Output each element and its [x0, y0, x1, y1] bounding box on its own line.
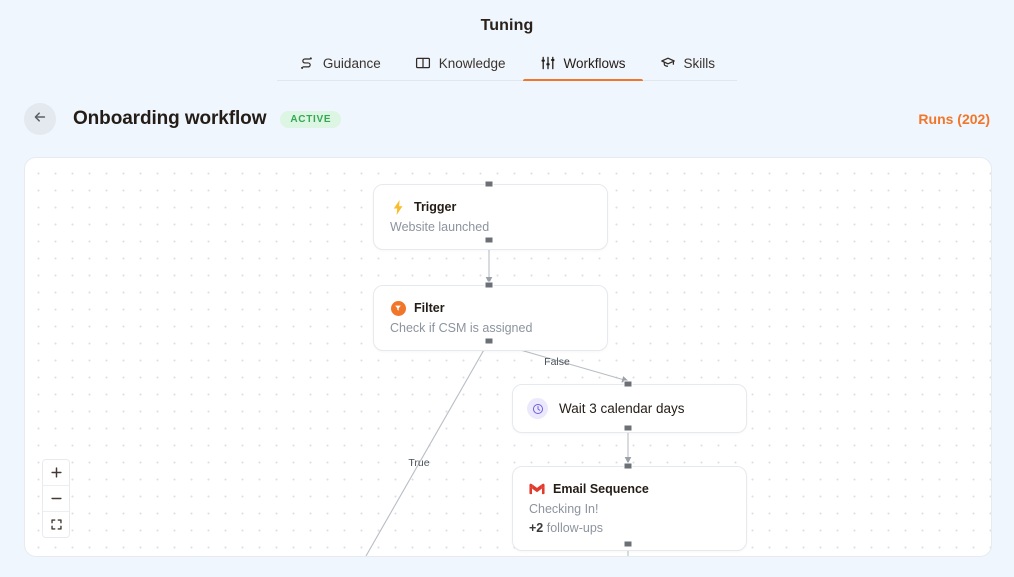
- handle-trigger-bottom[interactable]: [484, 236, 494, 244]
- page-heading: Onboarding workflow: [73, 108, 267, 129]
- tab-bar: Guidance Knowledge Workflows: [0, 49, 1014, 81]
- node-email-subtitle: Checking In!: [529, 502, 599, 516]
- zoom-in-button[interactable]: [43, 460, 69, 486]
- back-button[interactable]: [24, 103, 56, 135]
- fit-screen-icon[interactable]: [43, 512, 69, 537]
- node-email-sequence[interactable]: Email Sequence Checking In! +2 follow-up…: [512, 466, 747, 551]
- node-filter-subtitle: Check if CSM is assigned: [390, 321, 533, 335]
- arrow-left-icon: [32, 109, 48, 130]
- node-trigger[interactable]: Trigger Website launched: [373, 184, 608, 250]
- node-email-extra-count: +2: [529, 521, 544, 535]
- node-trigger-header: Trigger: [390, 199, 591, 215]
- node-trigger-title: Trigger: [414, 200, 457, 214]
- node-trigger-subtitle: Website launched: [390, 220, 490, 234]
- node-email-title: Email Sequence: [553, 482, 649, 496]
- tab-skills-label: Skills: [683, 55, 716, 71]
- node-filter-title: Filter: [414, 301, 445, 315]
- page-title: Tuning: [480, 17, 534, 34]
- tab-knowledge-label: Knowledge: [438, 55, 506, 71]
- handle-wait-top[interactable]: [623, 380, 633, 388]
- tab-bar-divider: [277, 80, 737, 81]
- node-email-header: Email Sequence: [529, 481, 730, 497]
- node-wait-title: Wait 3 calendar days: [559, 401, 685, 416]
- tab-knowledge[interactable]: Knowledge: [398, 49, 523, 81]
- tab-workflows[interactable]: Workflows: [522, 49, 643, 81]
- edge-label-false: False: [544, 356, 570, 368]
- handle-filter-top[interactable]: [484, 281, 494, 289]
- handle-wait-bottom[interactable]: [623, 424, 633, 432]
- canvas-zoom-controls: [42, 459, 70, 538]
- book-icon: [415, 55, 431, 71]
- route-icon: [299, 55, 315, 71]
- filter-funnel-icon: [390, 300, 406, 316]
- status-badge: ACTIVE: [280, 110, 342, 128]
- tab-guidance-label: Guidance: [322, 55, 381, 71]
- node-wait[interactable]: Wait 3 calendar days: [512, 384, 747, 433]
- node-email-extra: +2 follow-ups: [529, 521, 730, 535]
- zoom-out-button[interactable]: [43, 486, 69, 512]
- handle-email-top[interactable]: [623, 462, 633, 470]
- gmail-icon: [529, 481, 545, 497]
- handle-email-bottom[interactable]: [623, 540, 633, 548]
- workflow-header: Onboarding workflow ACTIVE Runs (202): [0, 101, 1014, 137]
- runs-link[interactable]: Runs (202): [918, 111, 990, 127]
- tab-skills[interactable]: Skills: [643, 49, 733, 81]
- sliders-icon: [540, 55, 556, 71]
- graduation-cap-icon: [660, 55, 676, 71]
- tab-guidance[interactable]: Guidance: [282, 49, 398, 81]
- clock-icon: [527, 398, 548, 419]
- node-email-extra-label: follow-ups: [546, 521, 604, 535]
- lightning-bolt-icon: [390, 199, 406, 215]
- handle-filter-bottom[interactable]: [484, 337, 494, 345]
- node-filter-header: Filter: [390, 300, 591, 316]
- edge-label-true: True: [408, 457, 430, 469]
- workflow-canvas[interactable]: False True Trigger Website launched: [24, 157, 992, 557]
- tab-workflows-label: Workflows: [563, 55, 626, 71]
- handle-trigger-top[interactable]: [484, 180, 494, 188]
